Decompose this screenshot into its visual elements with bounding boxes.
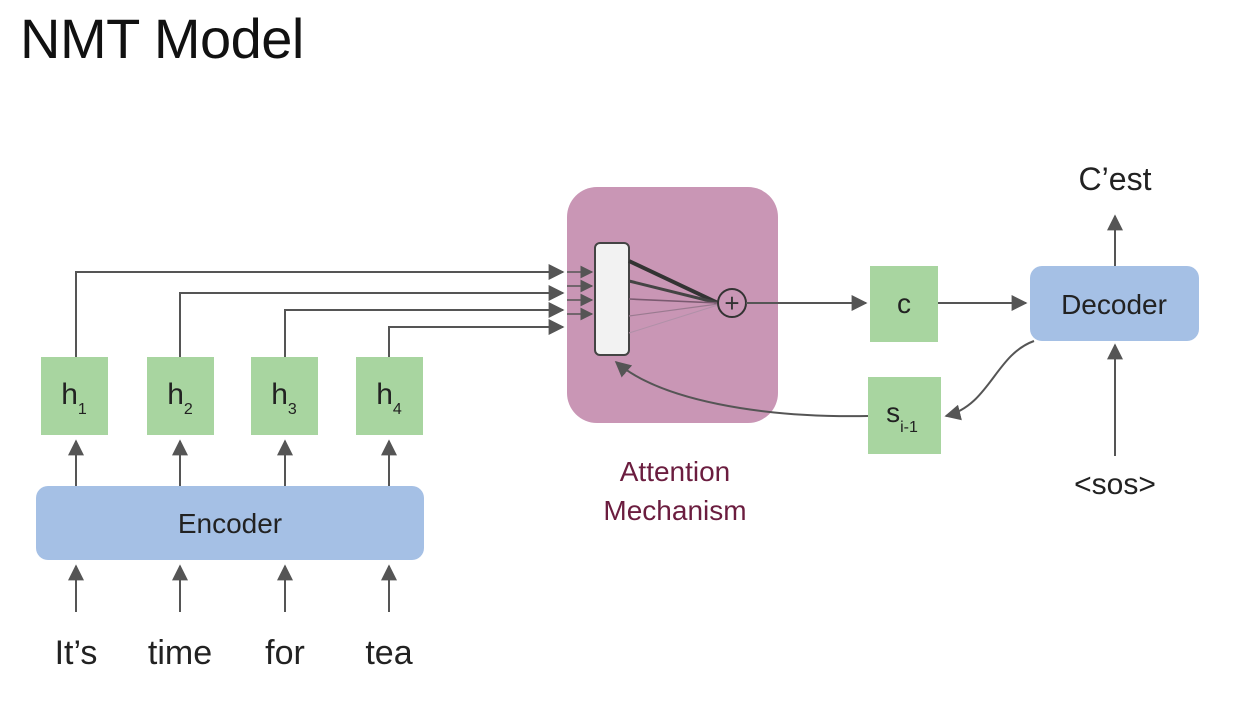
attention-label-line2: Mechanism <box>603 495 746 526</box>
hidden-state-label: h1 <box>61 378 87 418</box>
decoder-label: Decoder <box>1061 289 1167 320</box>
encoder-box: Encoder <box>36 486 424 560</box>
previous-state-sub: i-1 <box>900 419 918 436</box>
alignment-vector <box>594 242 630 356</box>
hidden-state-sub: 2 <box>184 401 193 418</box>
hidden-state-3: h3 <box>251 357 318 435</box>
encoder-output-arrows <box>68 439 397 486</box>
hidden-state-1: h1 <box>41 357 108 435</box>
previous-state-rect <box>868 377 941 454</box>
input-arrows <box>68 564 397 612</box>
attention-weight-lines <box>628 259 719 334</box>
encoder-label: Encoder <box>178 508 282 539</box>
input-word-4: tea <box>365 634 412 672</box>
attention-label-line1: Attention <box>620 456 731 487</box>
hidden-state-2: h2 <box>147 357 214 435</box>
decoder-input-token: <sos> <box>1074 468 1156 501</box>
input-word-2: time <box>148 634 212 672</box>
hidden-state-base: h <box>167 378 184 411</box>
input-word-1: It’s <box>55 634 98 672</box>
decoder-rect <box>1030 266 1199 341</box>
hidden-state-sub: 4 <box>393 401 402 418</box>
decoder-box: Decoder <box>1030 266 1199 341</box>
hidden-state-rect <box>41 357 108 435</box>
hidden-state-4: h4 <box>356 357 423 435</box>
hidden-state-base: h <box>61 378 78 411</box>
context-rect <box>870 266 938 342</box>
state-to-attention-arrow <box>614 360 869 418</box>
hidden-state-label: h2 <box>167 378 193 418</box>
sum-node: + <box>717 288 747 318</box>
input-word-3: for <box>265 634 305 672</box>
sum-symbol: + <box>724 288 739 318</box>
hidden-to-attention-arrows <box>75 264 565 357</box>
previous-state-label: si-1 <box>886 397 918 436</box>
previous-state-base: s <box>886 397 900 428</box>
hidden-state-rect <box>147 357 214 435</box>
encoder-rect <box>36 486 424 560</box>
hidden-state-sub: 1 <box>78 401 87 418</box>
hidden-state-sub: 3 <box>288 401 297 418</box>
previous-state: si-1 <box>868 377 941 454</box>
decoder-to-state-arrow <box>944 340 1035 421</box>
decoder-output-word: C’est <box>1079 161 1152 197</box>
hidden-state-label: h3 <box>271 378 297 418</box>
hidden-state-base: h <box>376 378 393 411</box>
hidden-state-label: h4 <box>376 378 402 418</box>
hidden-state-base: h <box>271 378 288 411</box>
alignment-input-arrows <box>567 265 594 321</box>
page-title: NMT Model <box>20 7 304 70</box>
hidden-state-rect <box>356 357 423 435</box>
context-vector: c <box>870 266 938 342</box>
hidden-state-rect <box>251 357 318 435</box>
context-label: c <box>897 288 911 319</box>
